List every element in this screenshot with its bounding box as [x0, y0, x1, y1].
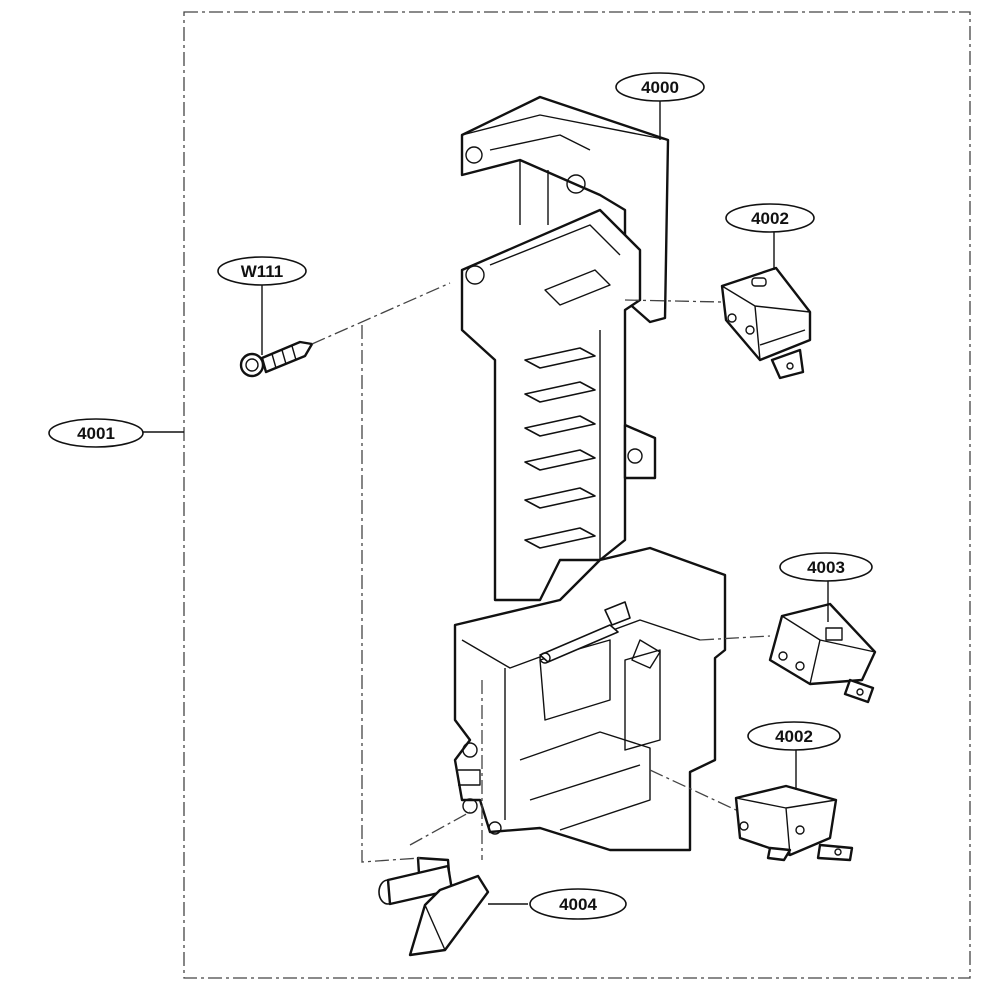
label-4004: 4004 — [559, 895, 597, 914]
label-4003: 4003 — [807, 558, 845, 577]
label-4002-bottom: 4002 — [775, 727, 813, 746]
micro-switch-4002-top — [720, 266, 812, 380]
lever-4004 — [378, 856, 490, 957]
assembly-frame — [183, 11, 971, 979]
screw-w111 — [239, 340, 314, 378]
callout-4002-bottom: 4002 — [747, 721, 841, 751]
label-4002-top: 4002 — [751, 209, 789, 228]
label-4001: 4001 — [77, 424, 115, 443]
micro-switch-4002-bottom — [734, 784, 854, 862]
assembly-guide-lines — [311, 282, 771, 863]
main-bracket-4000 — [453, 95, 727, 852]
label-4000: 4000 — [641, 78, 679, 97]
callout-4002-top: 4002 — [725, 203, 815, 233]
callout-4000: 4000 — [615, 72, 705, 102]
callout-4004: 4004 — [529, 888, 627, 920]
callout-4003: 4003 — [779, 552, 873, 582]
callout-w111: W111 — [217, 256, 307, 286]
micro-switch-4003 — [768, 602, 877, 704]
callout-4001: 4001 — [48, 418, 144, 448]
label-w111: W111 — [241, 262, 284, 281]
leader-lines — [143, 100, 829, 905]
